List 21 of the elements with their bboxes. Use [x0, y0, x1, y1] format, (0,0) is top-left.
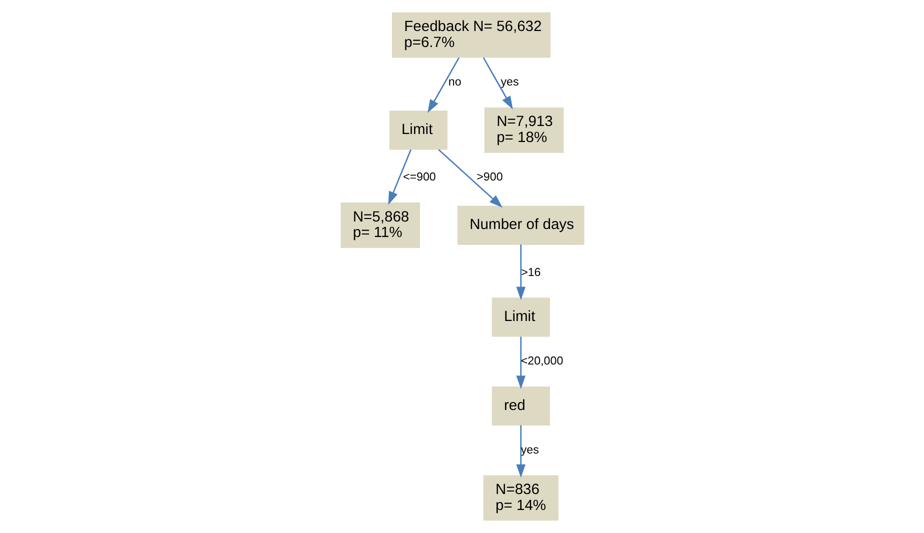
node-box: N=5,868 p= 11%: [340, 202, 420, 248]
arrow: [427, 57, 460, 113]
edge-label: <20,000: [520, 354, 563, 368]
arrow: [482, 57, 512, 110]
arrow: [516, 336, 526, 389]
edge-label: no: [448, 76, 461, 89]
node-box: Feedback N= 56,632 p=6.7%: [391, 12, 550, 58]
arrow: [438, 149, 502, 208]
node-box: N=7,913 p= 18%: [484, 107, 564, 153]
node-box: Limit: [388, 110, 447, 150]
node-box: N=836 p= 14%: [482, 475, 558, 521]
edge-label: >900: [476, 170, 502, 184]
node-box: Limit: [491, 298, 550, 337]
node-box: red: [491, 386, 550, 426]
arrow: [516, 425, 526, 478]
edge-label: >16: [520, 266, 540, 279]
arrow: [516, 244, 526, 300]
node-box: Number of days: [456, 206, 584, 245]
arrow: [388, 149, 411, 205]
edge-label: yes: [500, 76, 518, 89]
edge-label: <=900: [402, 170, 436, 184]
